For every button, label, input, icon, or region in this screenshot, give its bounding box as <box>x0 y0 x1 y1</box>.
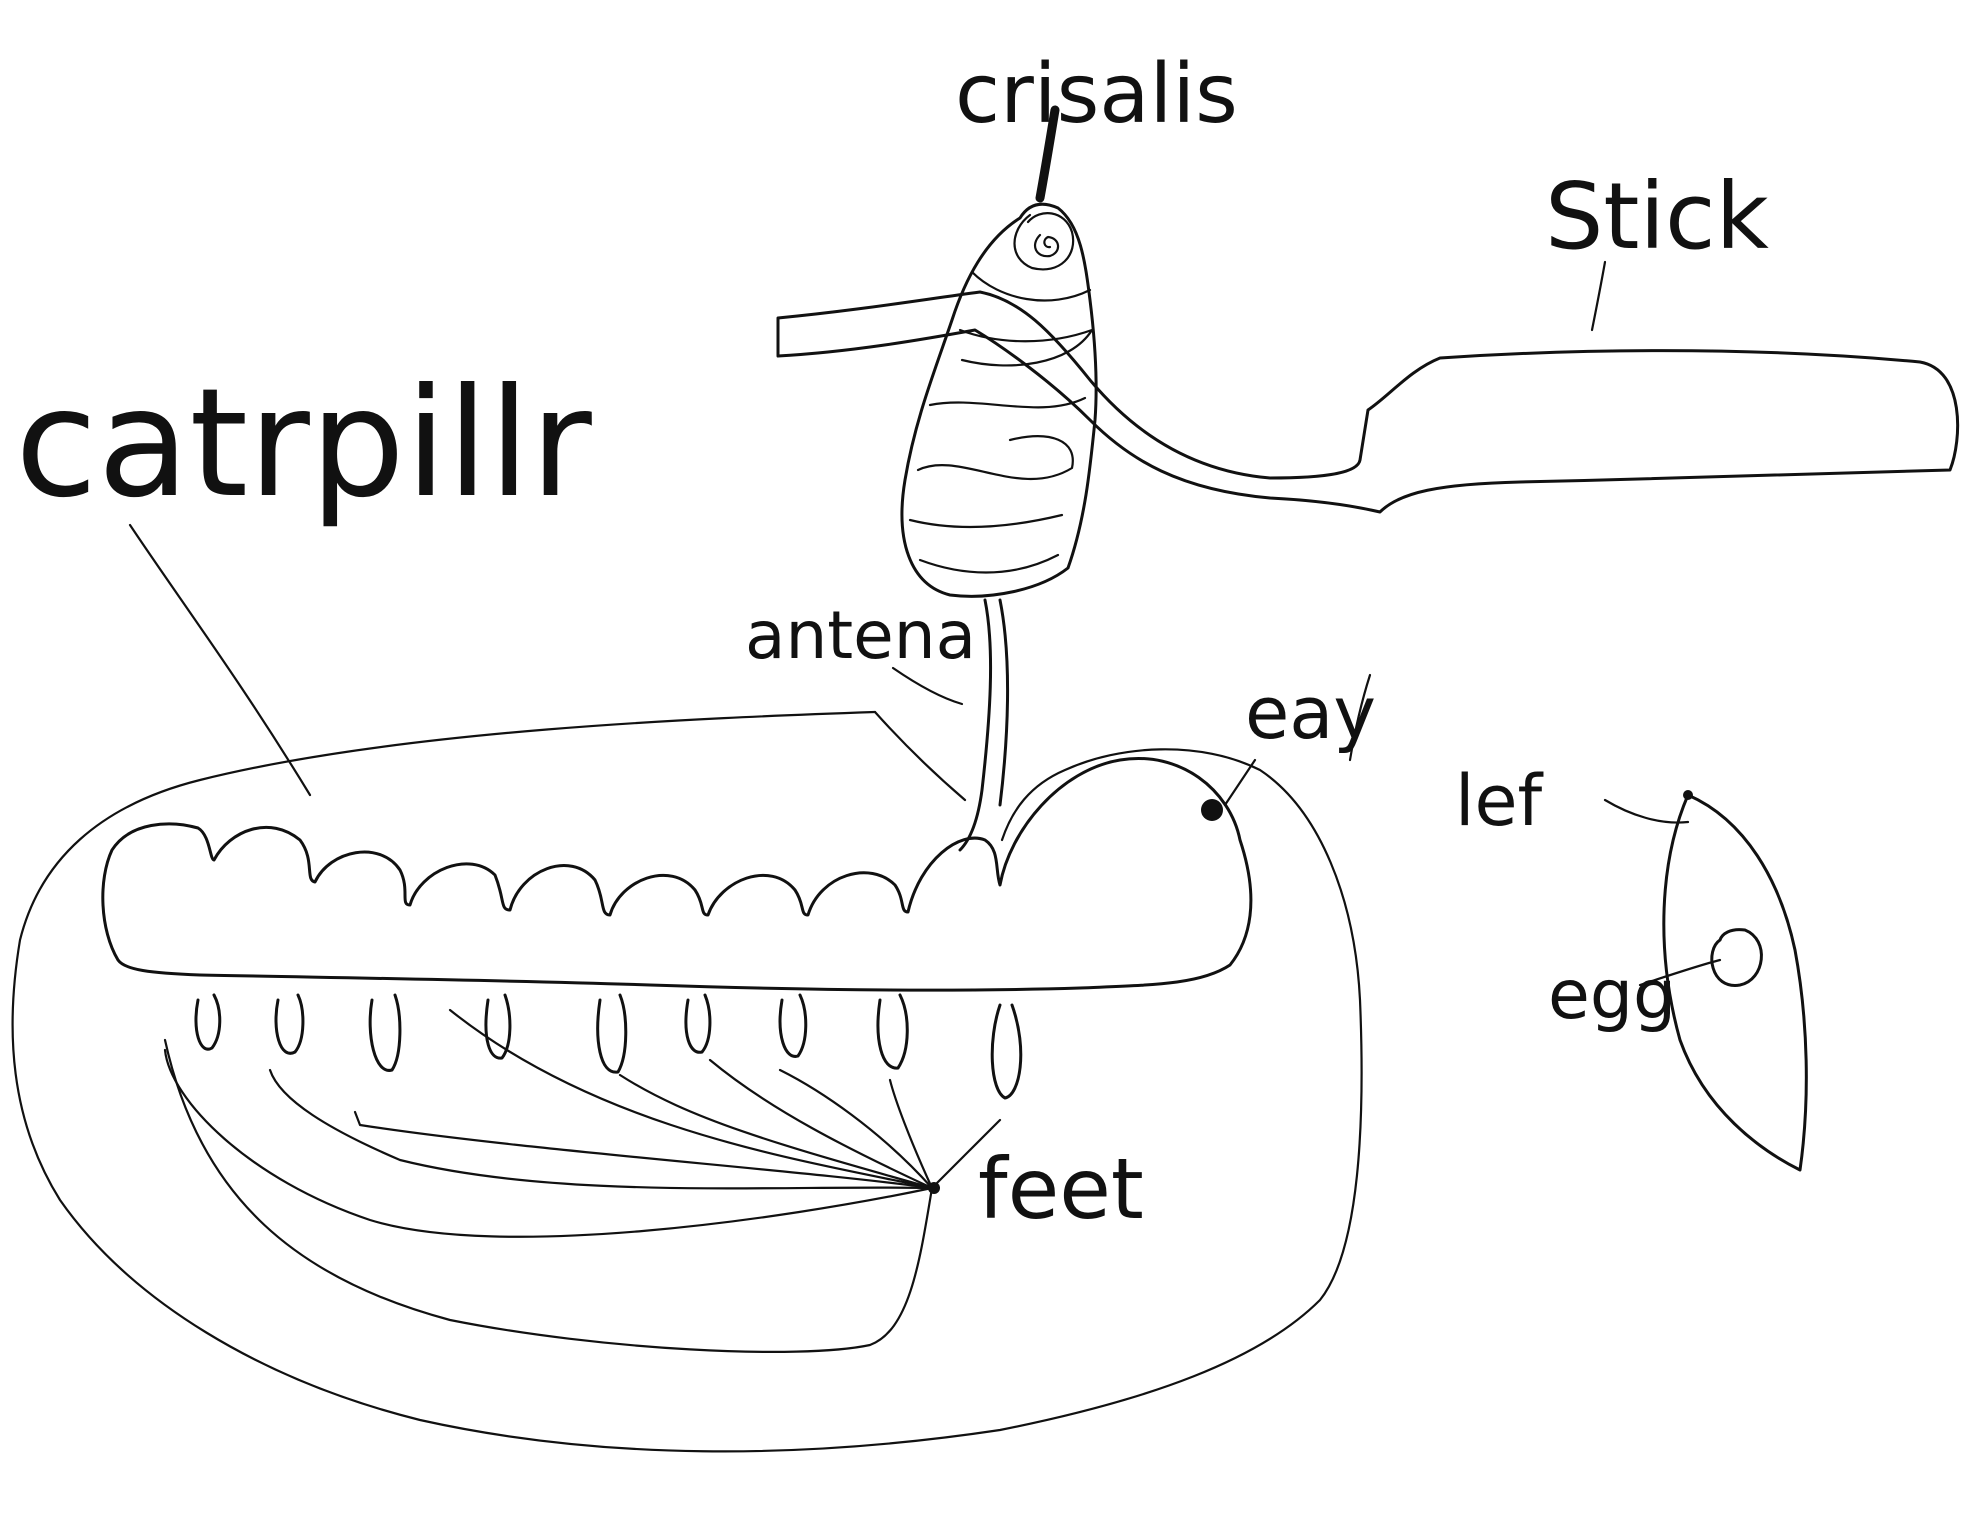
chrysalis-cocoon <box>902 110 1096 596</box>
label-crisalis: crisalis <box>955 47 1238 142</box>
label-eay: eay <box>1245 671 1376 755</box>
label-feet: feet <box>978 1140 1144 1238</box>
caterpillar-outline-loop <box>13 525 1362 1451</box>
label-leaf: lef <box>1455 760 1544 842</box>
label-stick: Stick <box>1545 163 1770 270</box>
label-egg: egg <box>1548 956 1676 1035</box>
caterpillar-feet <box>196 995 1021 1098</box>
feet-pointer-lines <box>165 1010 1000 1352</box>
label-antena: antena <box>745 597 976 674</box>
label-catrpillr: catrpillr <box>15 357 592 531</box>
caterpillar-body <box>103 758 1255 990</box>
